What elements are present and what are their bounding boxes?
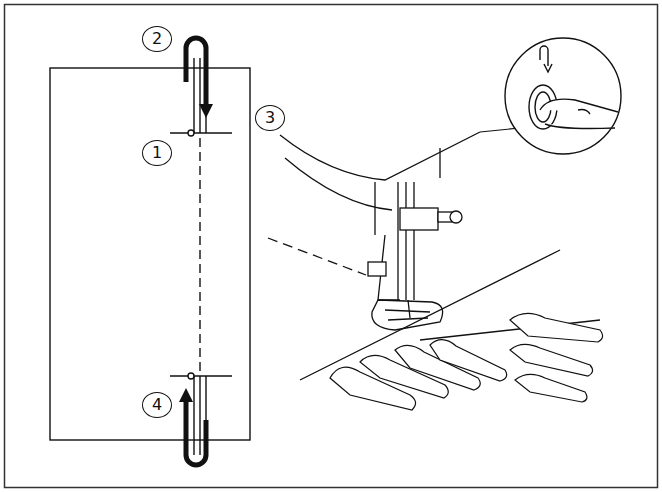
fabric xyxy=(50,68,250,440)
reverse-stitch-bottom xyxy=(170,373,232,455)
callout-number: 3 xyxy=(255,105,285,131)
frame xyxy=(5,5,658,488)
zoom-circle xyxy=(505,38,621,154)
reverse-button xyxy=(529,46,618,129)
callout-number: 1 xyxy=(142,140,172,166)
reverse-stitch-top xyxy=(170,58,232,136)
callout-number: 2 xyxy=(142,26,172,52)
reverse-arrow xyxy=(186,38,206,105)
arrowhead xyxy=(179,388,193,402)
reverse-arrow xyxy=(186,400,206,465)
seam xyxy=(199,138,200,374)
callout-number: 4 xyxy=(142,392,172,418)
hands xyxy=(330,313,603,410)
arrowhead xyxy=(199,104,213,118)
